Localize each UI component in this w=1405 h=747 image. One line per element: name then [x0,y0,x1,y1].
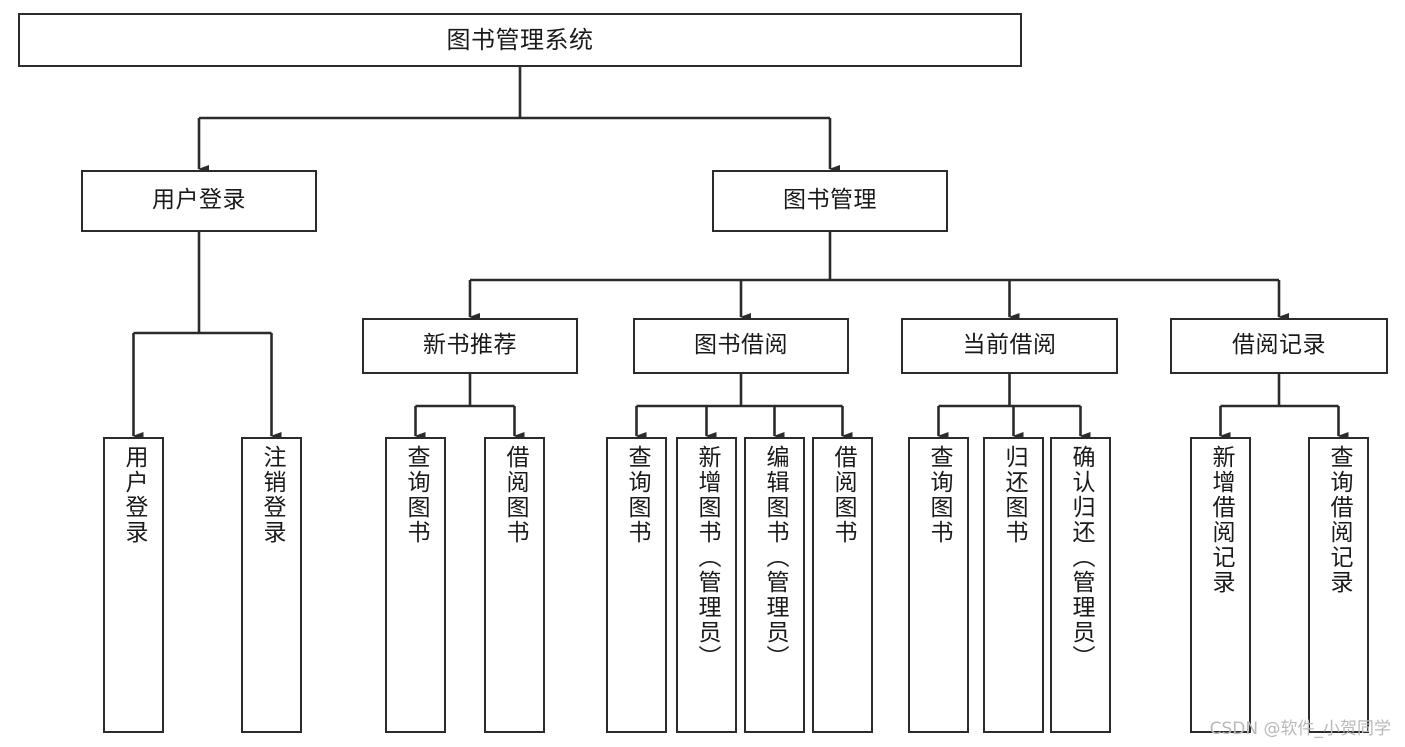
node-label: 归还图书 [1001,445,1027,545]
node-label: 图书借阅 [694,332,788,359]
node-l_re_query[interactable]: 查询借阅记录 [1308,437,1369,733]
node-root[interactable]: 图书管理系统 [18,13,1022,67]
node-label: 当前借阅 [962,332,1057,359]
node-login[interactable]: 用户登录 [81,170,317,232]
node-bookmgmt[interactable]: 图书管理 [712,170,948,232]
node-l_cu_conf[interactable]: 确认归还（管理员） [1050,437,1111,733]
node-borrow[interactable]: 图书借阅 [633,318,849,374]
node-l_logout[interactable]: 注销登录 [241,437,302,733]
node-label: 借阅图书 [830,445,856,545]
node-label: 查询图书 [926,445,952,545]
node-label: 新增图书（管理员） [694,445,720,670]
node-l_nb_borrow[interactable]: 借阅图书 [484,437,545,733]
node-l_bo_lend[interactable]: 借阅图书 [812,437,873,733]
node-records[interactable]: 借阅记录 [1170,318,1388,374]
node-label: 用户登录 [121,445,147,545]
node-label: 图书管理系统 [446,25,594,54]
csdn-watermark: CSDN @软件_小贺同学 [1209,719,1391,739]
node-label: 注销登录 [259,445,285,545]
node-l_bo_add[interactable]: 新增图书（管理员） [676,437,737,733]
node-label: 查询图书 [624,445,650,545]
node-l_bo_edit[interactable]: 编辑图书（管理员） [744,437,805,733]
node-label: 新增借阅记录 [1208,445,1234,595]
node-l_nb_query[interactable]: 查询图书 [385,437,446,733]
node-l_cu_return[interactable]: 归还图书 [983,437,1044,733]
node-newbook[interactable]: 新书推荐 [362,318,578,374]
node-l_bo_query[interactable]: 查询图书 [606,437,667,733]
node-label: 借阅记录 [1232,332,1326,359]
node-label: 查询图书 [403,445,429,545]
node-label: 图书管理 [783,187,877,214]
node-label: 借阅图书 [502,445,528,545]
node-l_cu_query[interactable]: 查询图书 [908,437,969,733]
node-l_re_add[interactable]: 新增借阅记录 [1190,437,1251,733]
node-label: 新书推荐 [423,332,517,359]
node-label: 编辑图书（管理员） [762,445,788,670]
node-l_login[interactable]: 用户登录 [103,437,164,733]
node-label: 用户登录 [152,187,246,214]
node-label: 确认归还（管理员） [1068,445,1094,670]
node-current[interactable]: 当前借阅 [901,318,1118,374]
node-label: 查询借阅记录 [1326,445,1352,595]
